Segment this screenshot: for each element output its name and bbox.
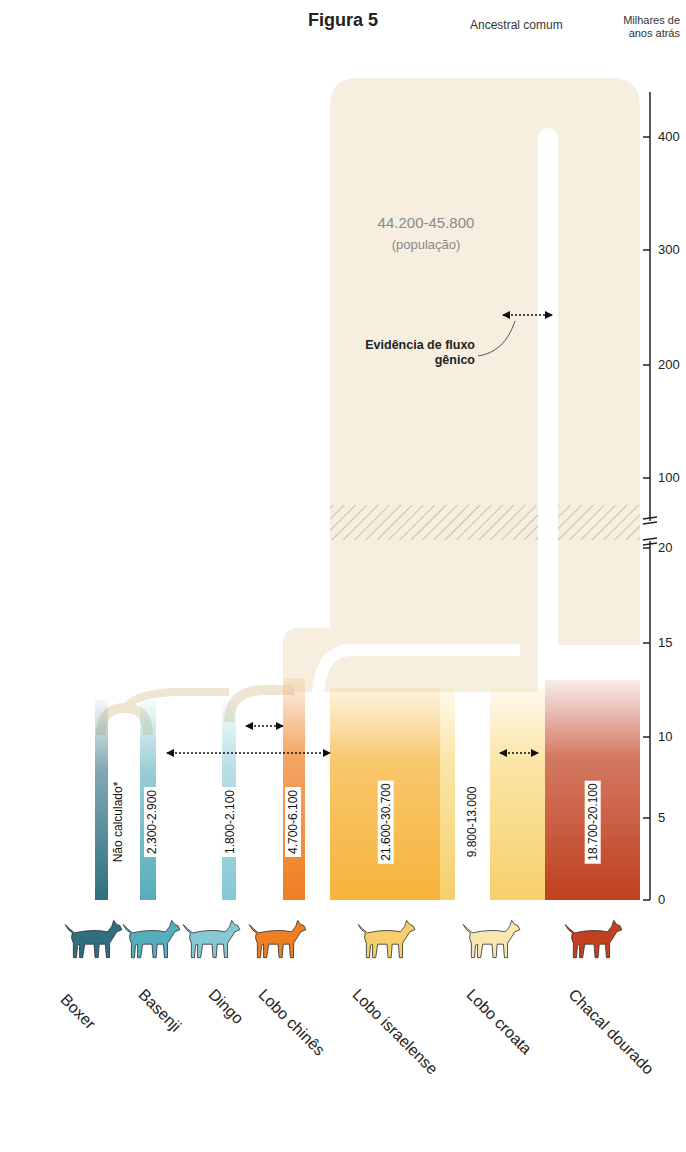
lineage-bar: Não calculado*	[93, 700, 139, 900]
species-name: Dingo	[204, 985, 248, 1029]
dog-icon	[565, 920, 622, 957]
lineage-bar: 2.300-2.900	[139, 700, 167, 900]
tick-label: 0	[658, 892, 665, 908]
lineage-bar	[95, 700, 108, 900]
species-name: Lobo croata	[462, 985, 536, 1059]
dog-icon	[463, 920, 520, 957]
leader-line	[478, 321, 515, 356]
species-name: Chacal dourado	[564, 985, 658, 1079]
tick-label: 400	[658, 129, 680, 145]
gene-flow-arrow	[246, 725, 283, 727]
tick-label: 5	[658, 810, 665, 826]
tick-label: 10	[658, 729, 672, 745]
dog-icon	[65, 920, 122, 957]
tick-label: 300	[658, 242, 680, 258]
time-axis	[643, 92, 657, 900]
dog-icon	[123, 920, 180, 957]
tick-label: 15	[658, 635, 672, 651]
dog-icon	[183, 920, 240, 957]
tick-label: 100	[658, 470, 680, 486]
lineage-column	[538, 128, 558, 708]
population-size: 4.700-6.100	[285, 787, 301, 857]
population-region	[330, 78, 640, 645]
lineage-bar: 1.800-2.100	[218, 700, 246, 900]
figure-title: Figura 5	[0, 10, 686, 31]
dog-icon	[249, 920, 306, 957]
lineage-bar: 18.700-20.100	[538, 128, 640, 900]
lineage-bar	[440, 688, 455, 900]
tick-label: 200	[658, 357, 680, 373]
population-size: Não calculado*	[110, 779, 126, 866]
population-size: 18.700-20.100	[584, 780, 600, 863]
lineage-bar: 4.700-6.100	[283, 678, 307, 900]
population-size: 9.800-13.000	[464, 784, 480, 861]
lineage-bar	[545, 680, 640, 900]
species-name: Basenji	[134, 985, 185, 1036]
gene-flow-arrow	[503, 314, 552, 316]
population-size: 21.600-30.700	[377, 780, 393, 863]
lineage-bar	[490, 688, 545, 900]
lineage-bar	[330, 688, 440, 900]
tick-label: 20	[658, 540, 672, 556]
population-size: (população)	[338, 236, 514, 254]
species-name: Lobo chinês	[254, 985, 329, 1060]
ancestral-population: 44.200-45.800 (população)	[330, 78, 640, 645]
time-break-hatch	[330, 505, 640, 540]
gene-flow-arrow	[167, 752, 330, 754]
callout-text: Evidência de fluxo gênico	[355, 338, 475, 368]
species-name: Lobo israelense	[348, 985, 442, 1079]
lineage-bar: 21.600-30.700	[330, 688, 440, 900]
population-size: 2.300-2.900	[144, 787, 160, 857]
axis-heading: Milhares de anos atrás	[606, 14, 680, 40]
animal-icons	[65, 920, 622, 957]
population-size: 1.800-2.100	[222, 787, 238, 857]
gene-flow-arrow	[500, 752, 538, 754]
axis-heading: Ancestral comum	[470, 18, 570, 33]
lineage-bar	[283, 678, 305, 900]
dog-icon	[358, 920, 415, 957]
population-size: 44.200-45.800	[338, 214, 514, 232]
species-name: Boxer	[56, 990, 100, 1034]
lineage-bar: 9.800-13.000	[446, 688, 500, 900]
